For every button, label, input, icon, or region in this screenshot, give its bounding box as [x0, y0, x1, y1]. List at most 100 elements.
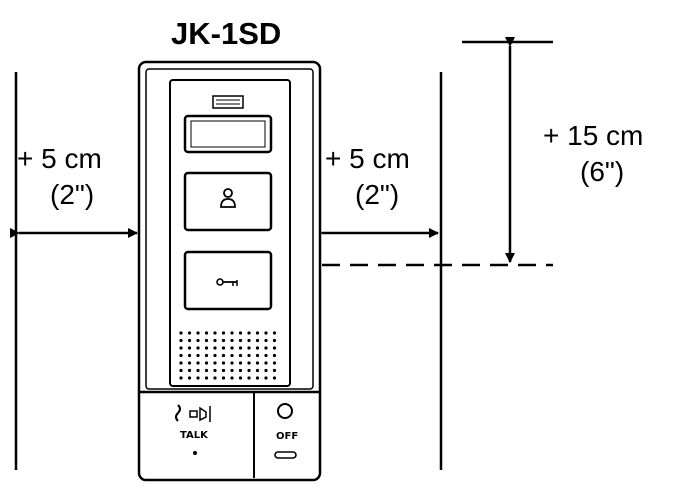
speaker-hole	[230, 361, 234, 365]
speaker-hole	[238, 331, 243, 335]
right-clearance-value: + 5 cm	[325, 143, 410, 174]
model-title: JK-1SD	[171, 16, 282, 51]
speaker-hole	[179, 353, 183, 358]
speaker-hole	[179, 376, 183, 380]
door-release-button	[183, 250, 273, 311]
speaker-hole	[272, 376, 277, 380]
speaker-hole	[255, 338, 260, 343]
off-label: OFF	[276, 431, 299, 442]
speaker-hole	[204, 353, 209, 358]
right-clearance-imperial: (2")	[355, 179, 400, 210]
speaker-hole	[179, 338, 183, 343]
speaker-hole	[247, 338, 251, 343]
camera-indicator	[212, 95, 244, 109]
speaker-hole	[204, 361, 209, 365]
speaker-hole	[221, 331, 226, 335]
speaker-hole	[230, 346, 234, 350]
speaker-hole	[221, 368, 226, 373]
speaker-hole	[247, 353, 251, 358]
talk-led-dot	[193, 451, 197, 455]
speaker-hole	[179, 361, 183, 365]
speaker-hole	[264, 368, 268, 373]
speaker-hole	[238, 338, 243, 343]
speaker-hole	[187, 346, 192, 350]
speaker-hole	[187, 361, 192, 365]
speaker-hole	[213, 346, 217, 350]
key-icon	[216, 278, 238, 286]
speaker-hole	[213, 353, 217, 358]
speaker-grille	[179, 331, 277, 380]
speaker-hole	[196, 346, 200, 350]
speaker-hole	[196, 353, 200, 358]
speaker-hole	[196, 368, 200, 373]
speaker-hole	[247, 361, 251, 365]
speaker-hole	[221, 376, 226, 380]
speaker-hole	[187, 331, 192, 335]
speaker-hole	[213, 368, 217, 373]
top-clearance-imperial: (6")	[580, 156, 625, 187]
speaker-hole	[230, 368, 234, 373]
speaker-hole	[264, 376, 268, 380]
speaker-hole	[213, 338, 217, 343]
call-button	[183, 171, 273, 232]
speaker-hole	[247, 376, 251, 380]
person-icon	[220, 188, 236, 208]
speaker-hole	[255, 376, 260, 380]
name-plate-inner	[190, 120, 266, 148]
speaker-hole	[255, 346, 260, 350]
off-indicator-bar	[274, 451, 297, 459]
speaker-hole	[272, 331, 277, 335]
speaker-hole	[255, 361, 260, 365]
speaker-hole	[238, 368, 243, 373]
speaker-hole	[255, 368, 260, 373]
speaker-hole	[213, 376, 217, 380]
speaker-hole	[204, 368, 209, 373]
speaker-hole	[264, 338, 268, 343]
speaker-hole	[255, 353, 260, 358]
speaker-hole	[272, 338, 277, 343]
door-station-unit	[137, 60, 322, 482]
speaker-hole	[179, 346, 183, 350]
speaker-hole	[230, 338, 234, 343]
talk-speaker-icon	[175, 404, 211, 422]
speaker-hole	[264, 331, 268, 335]
speaker-hole	[238, 346, 243, 350]
speaker-hole	[238, 353, 243, 358]
status-led-icon	[277, 403, 293, 419]
speaker-hole	[204, 338, 209, 343]
speaker-hole	[230, 376, 234, 380]
speaker-hole	[272, 361, 277, 365]
speaker-hole	[238, 376, 243, 380]
speaker-hole	[230, 353, 234, 358]
left-clearance-imperial: (2")	[50, 179, 95, 210]
speaker-hole	[264, 346, 268, 350]
speaker-hole	[221, 361, 226, 365]
speaker-hole	[255, 331, 260, 335]
name-plate	[183, 114, 273, 154]
left-clearance-value: + 5 cm	[17, 143, 102, 174]
top-clearance-value: + 15 cm	[543, 120, 644, 151]
speaker-hole	[247, 368, 251, 373]
speaker-hole	[196, 331, 200, 335]
speaker-hole	[204, 346, 209, 350]
speaker-hole	[187, 376, 192, 380]
speaker-hole	[247, 331, 251, 335]
speaker-hole	[196, 361, 200, 365]
speaker-hole	[272, 353, 277, 358]
speaker-hole	[187, 353, 192, 358]
speaker-hole	[272, 368, 277, 373]
speaker-hole	[221, 353, 226, 358]
speaker-hole	[213, 361, 217, 365]
speaker-hole	[204, 376, 209, 380]
speaker-hole	[187, 338, 192, 343]
speaker-hole	[272, 346, 277, 350]
speaker-hole	[221, 346, 226, 350]
speaker-hole	[264, 361, 268, 365]
speaker-hole	[213, 331, 217, 335]
speaker-hole	[179, 368, 183, 373]
speaker-hole	[238, 361, 243, 365]
speaker-hole	[187, 368, 192, 373]
speaker-hole	[247, 346, 251, 350]
speaker-hole	[264, 353, 268, 358]
